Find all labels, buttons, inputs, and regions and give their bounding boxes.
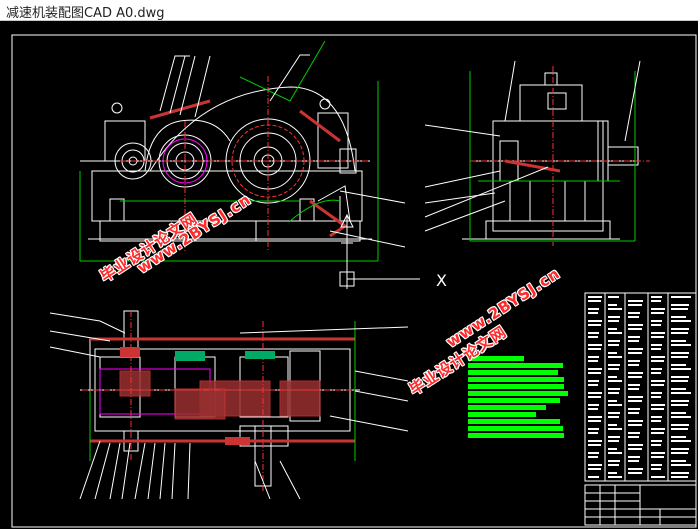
drawing-frame [11, 34, 697, 528]
parts-list-text [588, 296, 691, 478]
front-view-colored [79, 40, 406, 262]
cad-drawing-canvas[interactable]: X [0, 21, 698, 529]
technical-notes [468, 356, 568, 438]
side-view [462, 72, 640, 240]
title-block [584, 484, 697, 526]
cad-drawing: X [11, 34, 697, 528]
ucs-icon [339, 213, 420, 289]
window-titlebar: 减速机装配图CAD A0.dwg [0, 0, 698, 21]
plan-view-colored [49, 311, 409, 500]
ucs-x-label: X [436, 271, 447, 290]
window-title: 减速机装配图CAD A0.dwg [6, 6, 165, 21]
side-view-colored [424, 60, 650, 246]
